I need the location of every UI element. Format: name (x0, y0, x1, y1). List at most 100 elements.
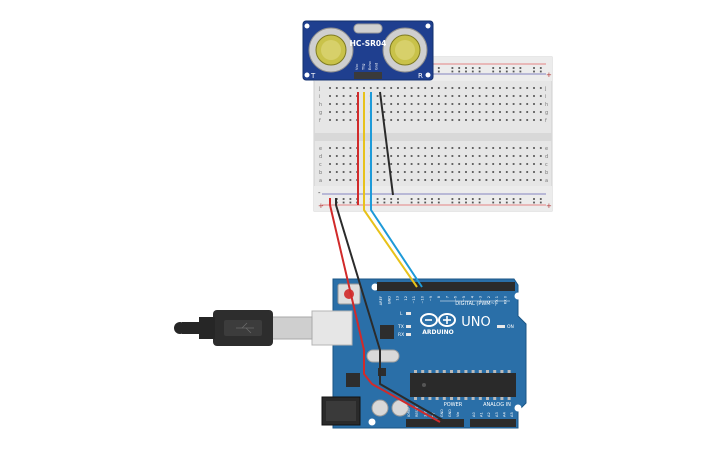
terminal-hole[interactable] (492, 87, 495, 89)
terminal-hole[interactable] (505, 103, 508, 105)
terminal-hole[interactable] (465, 95, 467, 97)
terminal-hole[interactable] (376, 87, 379, 89)
terminal-hole[interactable] (512, 163, 515, 165)
terminal-hole[interactable] (376, 111, 379, 113)
terminal-hole[interactable] (424, 111, 427, 113)
terminal-hole[interactable] (383, 147, 386, 149)
terminal-hole[interactable] (376, 147, 379, 149)
rail-hole[interactable] (539, 201, 542, 204)
rail-hole[interactable] (478, 201, 481, 204)
rail-hole[interactable] (505, 70, 508, 73)
terminal-hole[interactable] (335, 155, 338, 157)
terminal-hole[interactable] (451, 163, 454, 165)
terminal-hole[interactable] (417, 155, 420, 157)
terminal-hole[interactable] (390, 95, 393, 97)
terminal-hole[interactable] (335, 111, 338, 113)
terminal-hole[interactable] (410, 111, 413, 113)
rail-hole[interactable] (519, 201, 522, 204)
rail-hole[interactable] (471, 198, 474, 200)
terminal-hole[interactable] (458, 111, 461, 113)
terminal-hole[interactable] (417, 171, 420, 173)
terminal-hole[interactable] (424, 119, 427, 121)
terminal-hole[interactable] (410, 147, 413, 149)
terminal-hole[interactable] (505, 163, 508, 165)
terminal-hole[interactable] (444, 163, 447, 165)
rail-hole[interactable] (437, 198, 440, 200)
terminal-hole[interactable] (431, 119, 433, 121)
terminal-hole[interactable] (471, 111, 474, 113)
terminal-hole[interactable] (478, 163, 481, 165)
rail-hole[interactable] (383, 201, 386, 204)
rail-hole[interactable] (505, 67, 508, 69)
terminal-hole[interactable] (499, 103, 501, 105)
terminal-hole[interactable] (335, 95, 338, 97)
terminal-hole[interactable] (410, 179, 413, 181)
rail-hole[interactable] (410, 201, 413, 204)
rail-hole[interactable] (397, 201, 399, 204)
terminal-hole[interactable] (465, 179, 467, 181)
terminal-hole[interactable] (342, 87, 345, 89)
terminal-hole[interactable] (349, 103, 352, 105)
terminal-hole[interactable] (431, 179, 433, 181)
terminal-hole[interactable] (437, 163, 440, 165)
rail-hole[interactable] (437, 70, 440, 73)
terminal-hole[interactable] (342, 95, 345, 97)
terminal-hole[interactable] (478, 87, 481, 89)
terminal-hole[interactable] (539, 119, 542, 121)
terminal-hole[interactable] (390, 171, 393, 173)
rail-hole[interactable] (471, 70, 474, 73)
terminal-hole[interactable] (512, 95, 515, 97)
terminal-hole[interactable] (376, 119, 379, 121)
terminal-hole[interactable] (526, 119, 529, 121)
terminal-hole[interactable] (505, 119, 508, 121)
terminal-hole[interactable] (492, 147, 495, 149)
rail-hole[interactable] (505, 198, 508, 200)
rail-hole[interactable] (539, 198, 542, 200)
terminal-hole[interactable] (431, 87, 433, 89)
terminal-hole[interactable] (471, 171, 474, 173)
terminal-hole[interactable] (403, 147, 406, 149)
rail-hole[interactable] (451, 201, 454, 204)
terminal-hole[interactable] (349, 111, 352, 113)
terminal-hole[interactable] (478, 95, 481, 97)
terminal-hole[interactable] (342, 163, 345, 165)
rail-hole[interactable] (512, 198, 515, 200)
terminal-hole[interactable] (519, 147, 522, 149)
terminal-hole[interactable] (417, 111, 420, 113)
terminal-hole[interactable] (539, 147, 542, 149)
terminal-hole[interactable] (376, 163, 379, 165)
rail-hole[interactable] (431, 201, 433, 204)
terminal-hole[interactable] (519, 155, 522, 157)
rail-hole[interactable] (492, 70, 495, 73)
terminal-hole[interactable] (376, 179, 379, 181)
terminal-hole[interactable] (431, 95, 433, 97)
terminal-hole[interactable] (485, 111, 488, 113)
rail-hole[interactable] (533, 201, 535, 204)
terminal-hole[interactable] (533, 147, 535, 149)
terminal-hole[interactable] (329, 119, 331, 121)
terminal-hole[interactable] (383, 95, 386, 97)
terminal-hole[interactable] (465, 171, 467, 173)
rail-hole[interactable] (478, 198, 481, 200)
terminal-hole[interactable] (403, 111, 406, 113)
terminal-hole[interactable] (397, 179, 399, 181)
terminal-hole[interactable] (512, 119, 515, 121)
rail-hole[interactable] (458, 201, 461, 204)
terminal-hole[interactable] (533, 103, 535, 105)
terminal-hole[interactable] (539, 171, 542, 173)
terminal-hole[interactable] (519, 179, 522, 181)
terminal-hole[interactable] (533, 95, 535, 97)
terminal-hole[interactable] (397, 147, 399, 149)
rail-hole[interactable] (499, 70, 501, 73)
terminal-hole[interactable] (499, 155, 501, 157)
terminal-hole[interactable] (458, 155, 461, 157)
rail-hole[interactable] (465, 70, 467, 73)
terminal-hole[interactable] (471, 119, 474, 121)
rail-hole[interactable] (342, 198, 345, 200)
terminal-hole[interactable] (417, 179, 420, 181)
terminal-hole[interactable] (431, 171, 433, 173)
terminal-hole[interactable] (376, 171, 379, 173)
terminal-hole[interactable] (444, 103, 447, 105)
terminal-hole[interactable] (329, 171, 331, 173)
terminal-hole[interactable] (499, 87, 501, 89)
